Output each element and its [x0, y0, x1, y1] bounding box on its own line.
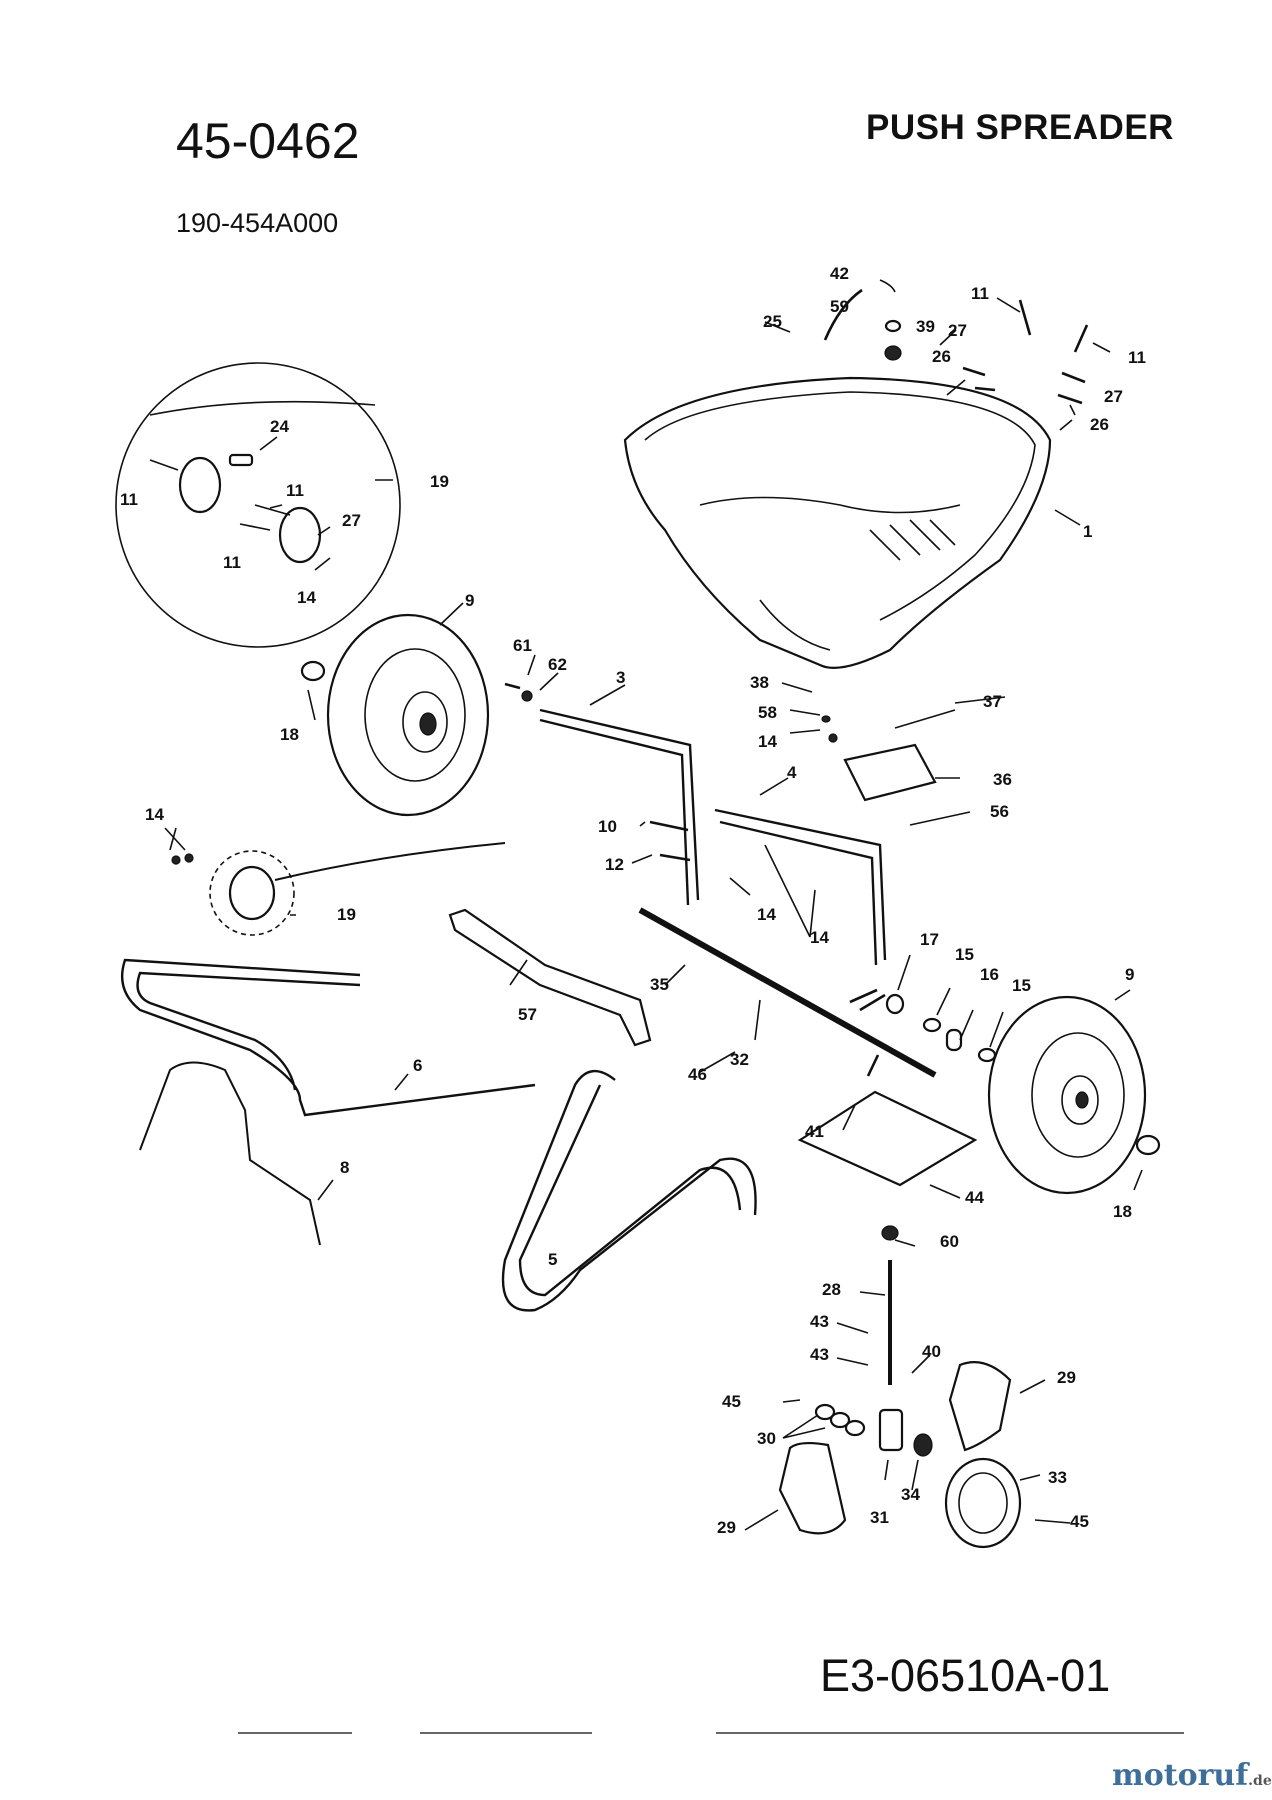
callout: 29	[717, 1518, 736, 1537]
callout: 5	[548, 1250, 557, 1269]
callout: 11	[971, 284, 989, 303]
callout: 56	[990, 802, 1009, 821]
callout: 24	[270, 417, 289, 436]
callout: 31	[870, 1508, 889, 1527]
document-reference: E3-06510A-01	[820, 1650, 1111, 1701]
callout: 42	[830, 264, 849, 283]
frame-right	[714, 808, 887, 966]
callout: 43	[810, 1312, 829, 1331]
callout: 9	[465, 591, 474, 610]
callout: 18	[280, 725, 299, 744]
logo-text: motoruf	[1112, 1758, 1249, 1793]
part-number: 190-454A000	[176, 208, 339, 238]
gear	[944, 1457, 1022, 1549]
callout: 43	[810, 1345, 829, 1364]
callout: 11	[286, 481, 304, 500]
callout: 14	[810, 928, 829, 947]
hopper	[623, 376, 1052, 669]
callout: 19	[430, 472, 449, 491]
callout: 10	[598, 817, 617, 836]
callout: 39	[916, 317, 935, 336]
callout: 30	[757, 1429, 776, 1448]
callout: 15	[1012, 976, 1031, 995]
callout-labels: 42 11 59 25 39 27 11 26 27 26 1 24 19 11…	[120, 264, 1146, 1537]
callout: 19	[337, 905, 356, 924]
callout: 38	[750, 673, 769, 692]
callout: 26	[932, 347, 951, 366]
callout: 27	[948, 321, 967, 340]
wheel-right	[987, 995, 1147, 1195]
model-number: 45-0462	[176, 113, 360, 169]
callout: 41	[805, 1122, 824, 1141]
leg-stand	[501, 1070, 757, 1312]
callout: 11	[1128, 348, 1146, 367]
diagram-title: PUSH SPREADER	[866, 108, 1174, 147]
callout: 14	[757, 905, 776, 924]
site-logo: motoruf.de	[1112, 1758, 1272, 1793]
hubcap-right	[1135, 1134, 1161, 1156]
callout: 60	[940, 1232, 959, 1251]
callout: 14	[145, 805, 164, 824]
callout: 25	[763, 312, 782, 331]
callout: 34	[901, 1485, 920, 1504]
callout: 46	[688, 1065, 707, 1084]
small-gear	[913, 1433, 933, 1457]
callout: 18	[1113, 1202, 1132, 1221]
callout: 8	[340, 1158, 349, 1177]
frame-upper	[539, 708, 700, 906]
gearbox-half-upper	[948, 1361, 1012, 1452]
axle	[638, 907, 937, 1078]
callout: 1	[1083, 522, 1092, 541]
inset-detail	[115, 362, 401, 648]
callout: 33	[1048, 1468, 1067, 1487]
handle	[120, 958, 536, 1117]
bracket	[448, 908, 652, 1047]
callout: 59	[830, 297, 849, 316]
callout: 11	[223, 553, 241, 572]
callout: 27	[342, 511, 361, 530]
callout: 37	[983, 692, 1002, 711]
spreader-plate	[797, 1090, 978, 1187]
agitator-plate	[843, 743, 937, 802]
callout: 9	[1125, 965, 1134, 984]
callout: 28	[822, 1280, 841, 1299]
callout: 14	[758, 732, 777, 751]
callout: 15	[955, 945, 974, 964]
callout: 32	[730, 1050, 749, 1069]
callout: 4	[787, 763, 797, 782]
wheel-left	[326, 613, 490, 817]
hubcap-left	[300, 660, 326, 682]
callout: 36	[993, 770, 1012, 789]
callout: 27	[1104, 387, 1123, 406]
gearbox-half-lower	[778, 1441, 847, 1535]
control-rod	[139, 1061, 321, 1246]
callout: 40	[922, 1342, 941, 1361]
pinion	[878, 1408, 904, 1452]
callout: 3	[616, 668, 625, 687]
callout: 26	[1090, 415, 1109, 434]
callout: 17	[920, 930, 939, 949]
callout: 62	[548, 655, 567, 674]
callout: 14	[297, 588, 316, 607]
callout: 45	[722, 1392, 741, 1411]
inner-detail	[209, 850, 295, 936]
callout: 29	[1057, 1368, 1076, 1387]
callout: 61	[513, 636, 532, 655]
callout: 11	[120, 490, 138, 509]
callout: 45	[1070, 1512, 1089, 1531]
callout: 6	[413, 1056, 422, 1075]
callout: 57	[518, 1005, 537, 1024]
logo-tld: .de	[1248, 1773, 1272, 1789]
callout: 35	[650, 975, 669, 994]
callout: 16	[980, 965, 999, 984]
callout: 44	[965, 1188, 984, 1207]
callout: 12	[605, 855, 624, 874]
callout: 58	[758, 703, 777, 722]
